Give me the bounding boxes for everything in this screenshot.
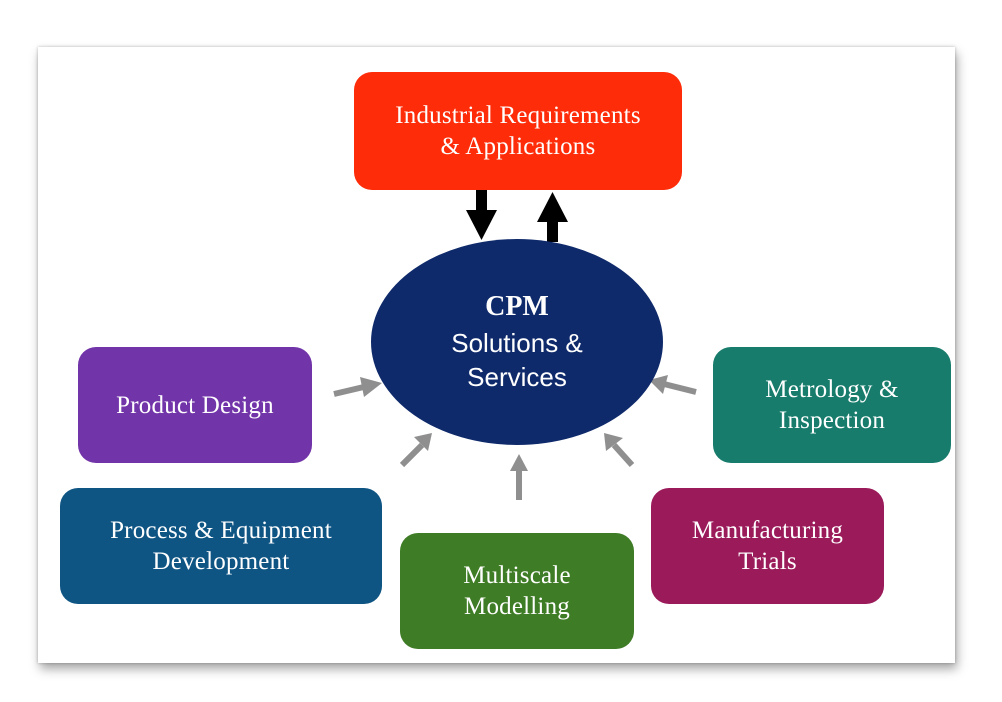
manufacturing-line-1: Manufacturing bbox=[691, 517, 844, 544]
metrology-inspection-box: Metrology & Inspection bbox=[713, 347, 951, 463]
multiscale-modelling-box: Multiscale Modelling bbox=[400, 533, 634, 649]
hub-line-2: Services bbox=[467, 362, 567, 392]
process-line-1: Process & Equipment bbox=[110, 517, 332, 544]
arrow-from-multiscale bbox=[510, 454, 528, 500]
arrow-from-process bbox=[399, 433, 432, 468]
industrial-requirements-box: Industrial Requirements & Applications bbox=[354, 72, 682, 190]
metrology-line-1: Metrology & bbox=[765, 376, 899, 403]
multiscale-line-1: Multiscale bbox=[463, 562, 571, 589]
process-line-2: Development bbox=[152, 548, 290, 575]
arrow-from-product-design bbox=[333, 377, 382, 397]
product-design-box: Product Design bbox=[78, 347, 312, 463]
multiscale-line-2: Modelling bbox=[464, 593, 570, 620]
product-design-line-1: Product Design bbox=[116, 391, 274, 419]
diagram-frame: Industrial Requirements & Applications C… bbox=[38, 47, 955, 663]
industrial-line-2: & Applications bbox=[440, 133, 596, 160]
process-equipment-box: Process & Equipment Development bbox=[60, 488, 382, 604]
hub-title: CPM bbox=[485, 291, 549, 322]
metrology-line-2: Inspection bbox=[778, 407, 886, 434]
connector-arrows bbox=[333, 190, 697, 500]
manufacturing-trials-box: Manufacturing Trials bbox=[651, 488, 884, 604]
manufacturing-line-2: Trials bbox=[738, 548, 797, 575]
industrial-line-1: Industrial Requirements bbox=[395, 102, 641, 129]
hub-line-1: Solutions & bbox=[451, 328, 583, 358]
arrow-from-manufacturing bbox=[604, 433, 635, 468]
cpm-hub: CPM Solutions & Services bbox=[371, 239, 663, 445]
arrow-from-metrology bbox=[649, 375, 697, 395]
arrow-down-to-hub bbox=[466, 190, 497, 240]
arrow-up-to-industrial bbox=[537, 192, 568, 242]
